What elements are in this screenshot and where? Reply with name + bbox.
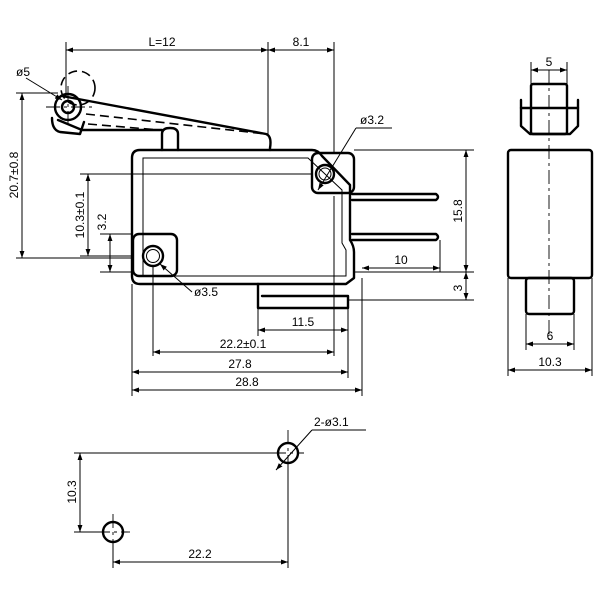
mount-boss-top xyxy=(310,151,356,195)
dimension-lines xyxy=(19,47,469,393)
mount-hole-bottom-inner xyxy=(146,249,160,263)
mount-hole-top xyxy=(314,163,336,185)
end-view-body xyxy=(506,148,594,280)
label-roller-width: 5 xyxy=(546,55,553,69)
label-terminal-pitch: 11.5 xyxy=(292,315,315,329)
lever-arm xyxy=(60,94,272,152)
terminal-common xyxy=(350,192,440,202)
end-view: 5 6 10.3 xyxy=(506,55,594,376)
extension-lines xyxy=(16,42,474,396)
leader-mount-hole-top xyxy=(317,127,357,191)
side-view: L=12 8.1 ø5 ø3.2 ø3.5 20.7±0.8 10.3±0.1 … xyxy=(7,35,474,396)
label-mount-hole-top: ø3.2 xyxy=(360,113,384,127)
lever-pivot-bracket xyxy=(50,116,86,136)
label-body-length: 28.8 xyxy=(235,375,259,389)
label-pattern-horizontal: 22.2 xyxy=(188,547,212,561)
label-lever-length: L=12 xyxy=(148,35,175,49)
end-view-lever-bracket xyxy=(519,98,580,136)
label-hole-spacing-h: 22.2±0.1 xyxy=(220,337,267,351)
label-terminal-offset: 3 xyxy=(451,284,465,291)
switch-body-inner-outline xyxy=(142,157,347,277)
hole-pattern-view: 2-ø3.1 10.3 22.2 xyxy=(65,415,366,568)
lever-actuated-position-lower xyxy=(87,123,161,131)
mount-boss-bottom xyxy=(131,232,179,278)
leader-mount-hole-bottom xyxy=(159,263,193,293)
pattern-extension-lines xyxy=(74,452,289,568)
leader-pattern-holes xyxy=(275,429,313,471)
label-hole-spacing-v: 10.3±0.1 xyxy=(73,191,87,238)
label-hole-to-edge: 3.2 xyxy=(95,213,109,230)
roller-dashed xyxy=(60,70,96,106)
label-body-width: 10.3 xyxy=(538,355,562,369)
label-overall-height: 20.7±0.8 xyxy=(7,151,21,198)
label-roller-diameter: ø5 xyxy=(16,65,30,79)
label-mount-hole-bottom: ø3.5 xyxy=(194,285,218,299)
label-terminal-length: 10 xyxy=(394,253,408,267)
label-pattern-holes: 2-ø3.1 xyxy=(314,415,349,429)
label-lever-offset: 8.1 xyxy=(293,35,310,49)
end-view-terminal xyxy=(524,276,576,316)
label-body-length-inner: 27.8 xyxy=(228,357,252,371)
label-pattern-vertical: 10.3 xyxy=(65,480,79,504)
terminal-no xyxy=(350,232,440,242)
leader-roller xyxy=(25,77,63,101)
label-body-height: 15.8 xyxy=(451,199,465,223)
label-terminal-width: 6 xyxy=(547,329,554,343)
lever-actuated-position xyxy=(85,113,267,135)
mount-hole-top-inner xyxy=(318,167,332,181)
plunger xyxy=(160,126,180,152)
